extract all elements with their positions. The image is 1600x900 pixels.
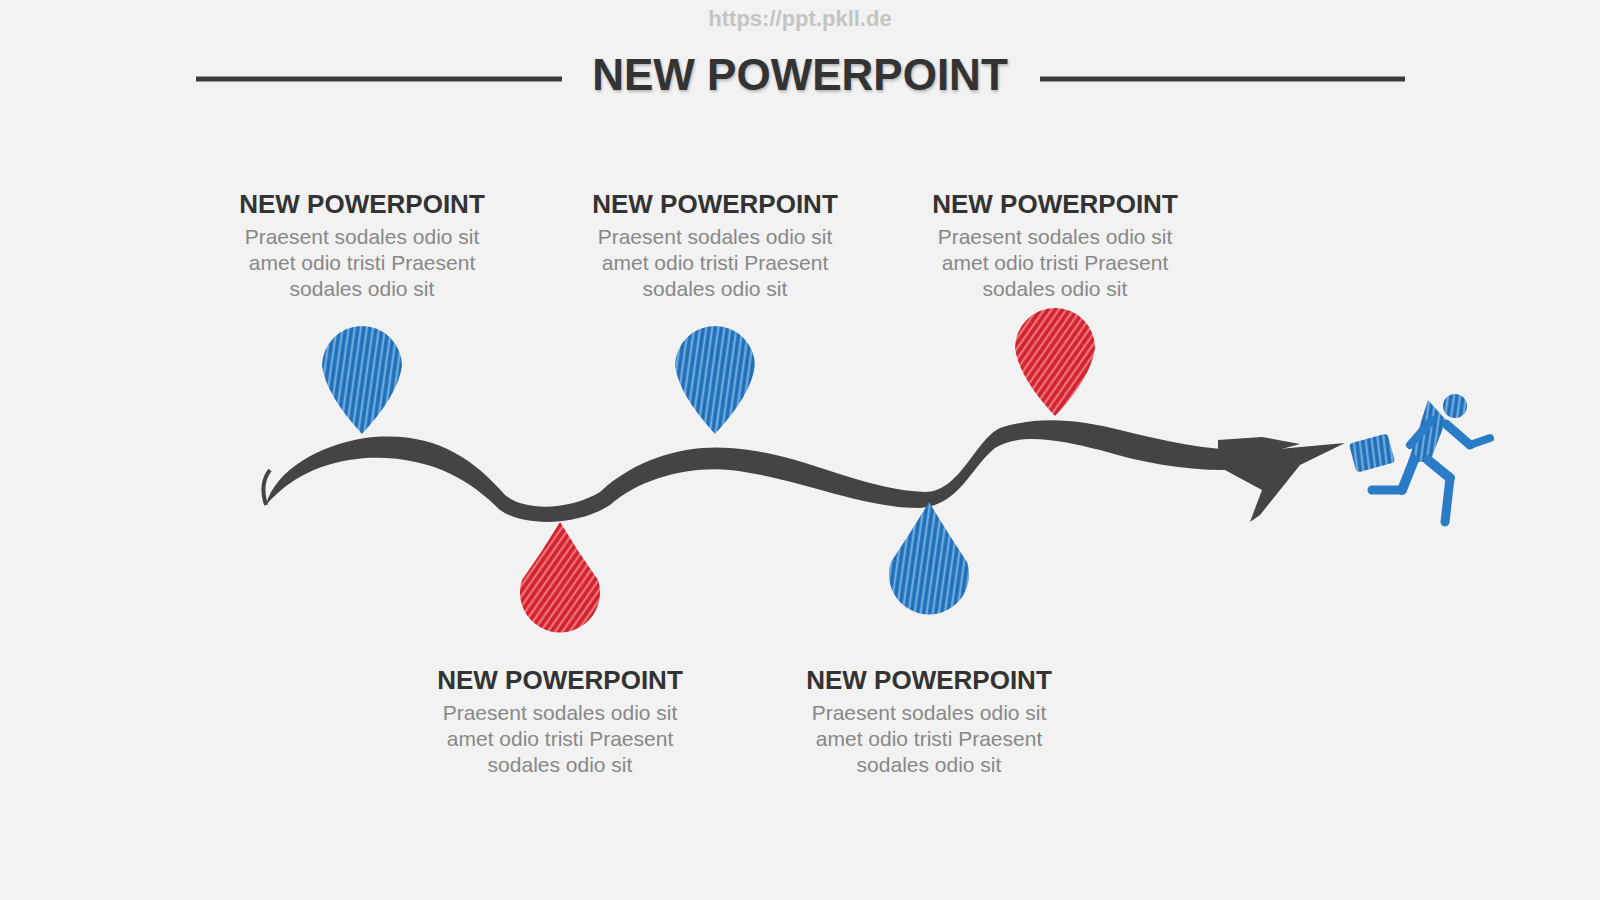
timeline-step: NEW POWERPOINT Praesent sodales odio sit … bbox=[400, 664, 720, 778]
step-heading: NEW POWERPOINT bbox=[202, 188, 522, 220]
road-start bbox=[263, 470, 270, 505]
map-pin bbox=[1015, 308, 1095, 416]
road bbox=[266, 420, 1345, 522]
step-body: Praesent sodales odio sit amet odio tris… bbox=[584, 224, 846, 302]
title-bar: NEW POWERPOINT bbox=[0, 50, 1600, 100]
step-body: Praesent sodales odio sit amet odio tris… bbox=[429, 700, 691, 778]
title: NEW POWERPOINT bbox=[578, 50, 1022, 99]
map-pin bbox=[675, 326, 755, 434]
step-body: Praesent sodales odio sit amet odio tris… bbox=[231, 224, 493, 302]
timeline-step: NEW POWERPOINT Praesent sodales odio sit … bbox=[769, 664, 1089, 778]
step-heading: NEW POWERPOINT bbox=[895, 188, 1215, 220]
step-heading: NEW POWERPOINT bbox=[769, 664, 1089, 696]
title-rule bbox=[196, 77, 562, 82]
drop bbox=[889, 502, 969, 614]
step-body: Praesent sodales odio sit amet odio tris… bbox=[924, 224, 1186, 302]
watermark: https://ppt.pkll.de bbox=[0, 6, 1600, 32]
runner-figure bbox=[1349, 394, 1490, 522]
step-heading: NEW POWERPOINT bbox=[400, 664, 720, 696]
title-rule bbox=[1040, 77, 1405, 82]
map-pin bbox=[322, 326, 402, 434]
step-body: Praesent sodales odio sit amet odio tris… bbox=[798, 700, 1060, 778]
watermark-text: https://ppt.pkll.de bbox=[708, 6, 891, 31]
road-tail bbox=[1218, 437, 1300, 455]
timeline-step: NEW POWERPOINT Praesent sodales odio sit … bbox=[555, 188, 875, 302]
timeline-step: NEW POWERPOINT Praesent sodales odio sit … bbox=[895, 188, 1215, 302]
timeline-step: NEW POWERPOINT Praesent sodales odio sit … bbox=[202, 188, 522, 302]
drop bbox=[520, 522, 600, 632]
step-heading: NEW POWERPOINT bbox=[555, 188, 875, 220]
